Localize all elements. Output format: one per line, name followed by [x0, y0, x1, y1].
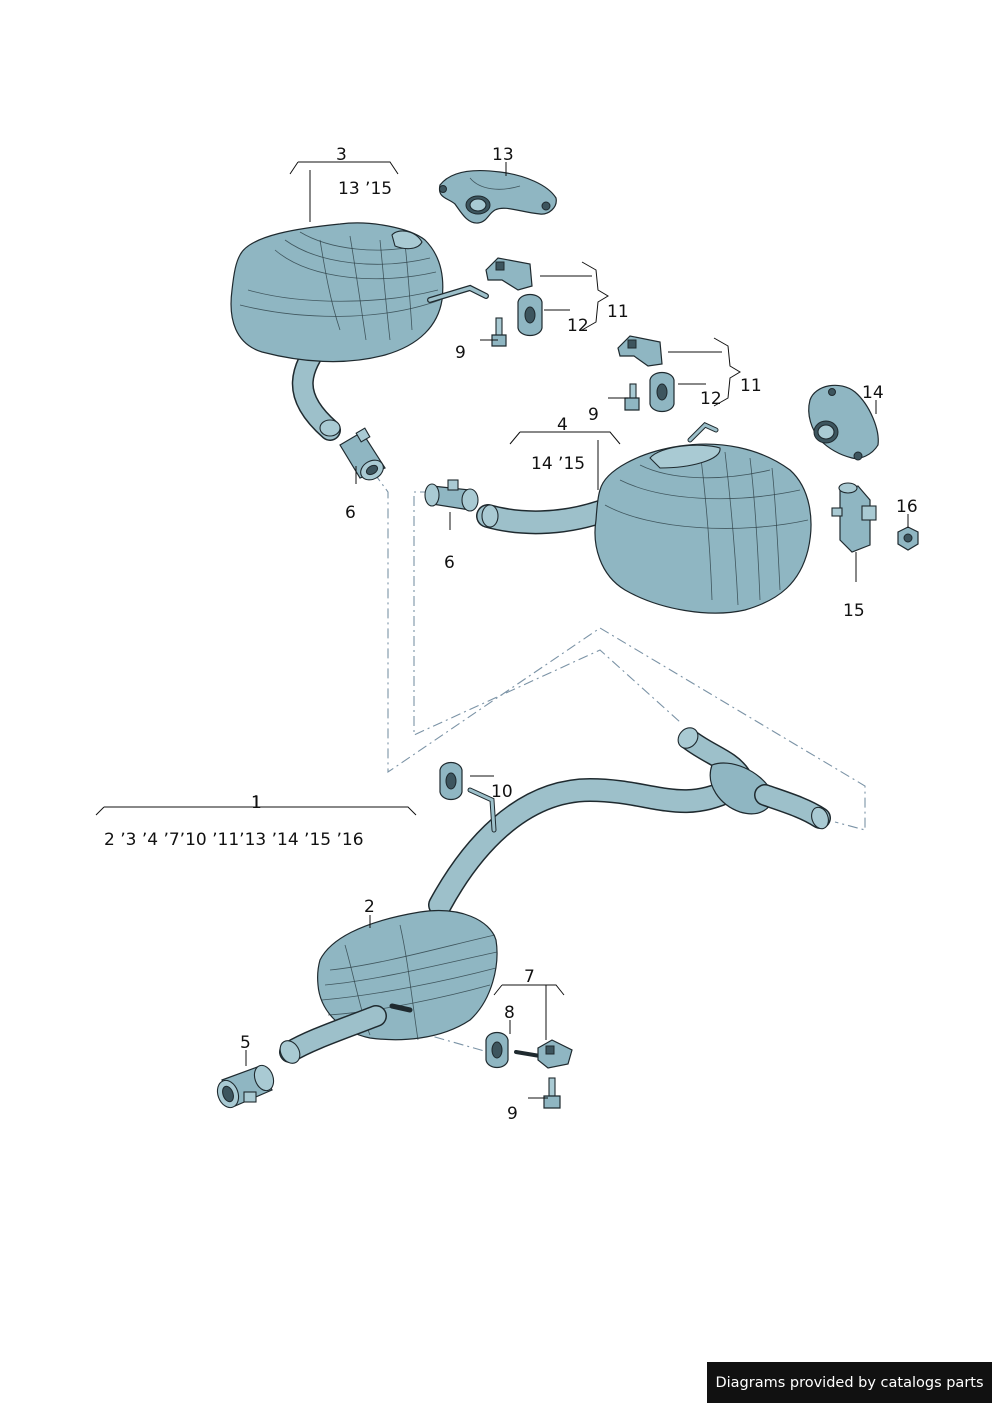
label-14: 14: [862, 383, 884, 403]
leader-lines: [95, 161, 909, 1099]
bracket-13: [438, 169, 557, 224]
label-5: 5: [240, 1033, 251, 1053]
front-pipe-assembly: [428, 727, 831, 917]
label-1-sub: 2 ʼ3 ʼ4 ʼ7ʼ10 ʼ11ʼ13 ʼ14 ʼ15 ʼ16: [104, 830, 364, 850]
valve-actuator-15: [831, 482, 877, 553]
credit-banner: Diagrams provided by catalogs parts: [707, 1362, 992, 1403]
rear-muffler-left: [230, 222, 489, 441]
label-2: 2: [364, 897, 375, 917]
rear-muffler-right: [476, 422, 812, 614]
hanger-set-upper: [485, 257, 543, 347]
clamp-6-right: [424, 479, 479, 512]
label-7: 7: [524, 967, 535, 987]
label-11-right: 11: [740, 376, 762, 396]
label-12-upper: 12: [567, 316, 589, 336]
label-9-right: 9: [588, 405, 599, 425]
label-13: 13: [492, 145, 514, 165]
label-11-upper: 11: [607, 302, 629, 322]
label-4-sub: 14 ʼ15: [531, 454, 585, 474]
hanger-set-lower: [485, 1031, 573, 1109]
label-3: 3: [336, 145, 347, 165]
rubber-mount-10: [439, 761, 463, 801]
hanger-set-right: [617, 335, 675, 413]
label-12-right: 12: [700, 389, 722, 409]
label-3-sub: 13 ʼ15: [338, 179, 392, 199]
nut-16: [897, 526, 919, 551]
callout-labels: 1 2 ʼ3 ʼ4 ʼ7ʼ10 ʼ11ʼ13 ʼ14 ʼ15 ʼ16 2 3 1…: [104, 145, 918, 1124]
label-10: 10: [491, 782, 513, 802]
label-4: 4: [557, 415, 568, 435]
label-15: 15: [843, 601, 865, 621]
label-8: 8: [504, 1003, 515, 1023]
label-9-upper: 9: [455, 343, 466, 363]
clamp-6-upper: [339, 427, 386, 481]
label-16: 16: [896, 497, 918, 517]
label-1: 1: [251, 793, 262, 813]
label-9-lower: 9: [507, 1104, 518, 1124]
label-6-upper: 6: [345, 503, 356, 523]
clamp-5: [216, 1064, 275, 1109]
middle-muffler: [279, 910, 498, 1064]
label-6-right: 6: [444, 553, 455, 573]
bracket-14: [808, 384, 879, 461]
